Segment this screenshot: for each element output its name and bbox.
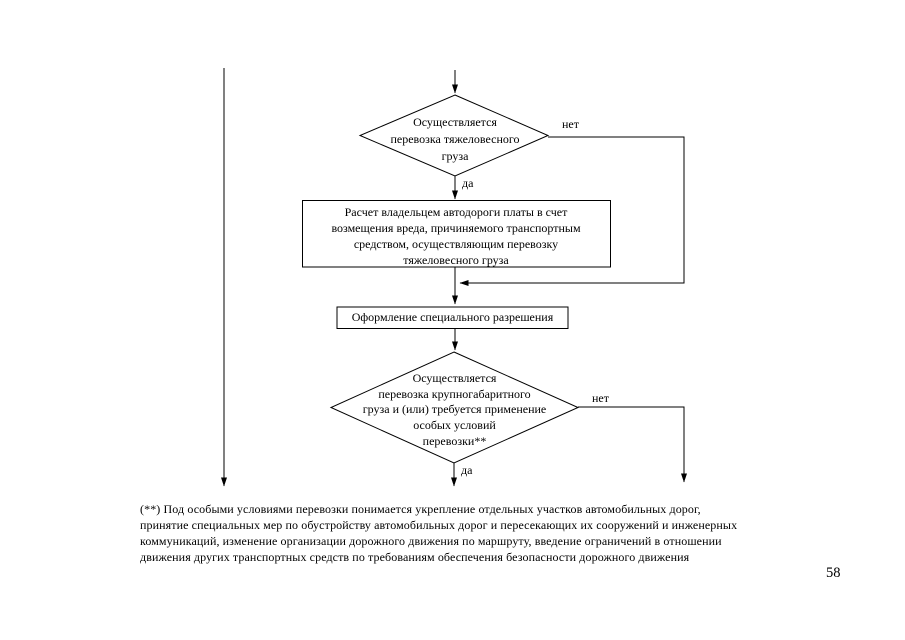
decision1-line: перевозка тяжеловесного xyxy=(390,132,520,146)
decision2-line: груза и (или) требуется применение xyxy=(362,402,547,417)
decision1-line: Осуществляется xyxy=(413,115,497,129)
decision2-line: перевозка крупногабаритного xyxy=(378,386,531,401)
edge-label-no-2: нет xyxy=(592,391,609,405)
decision2-line: особых условий xyxy=(413,418,496,433)
decision1-line: груза xyxy=(441,149,469,163)
footnote-line: движения других транспортных средств по … xyxy=(140,550,690,564)
edge-label-yes-2: да xyxy=(461,463,473,477)
process1-line: средством, осуществляющим перевозку xyxy=(353,237,559,251)
decision2-label: Осуществляется перевозка крупногабаритно… xyxy=(345,371,564,450)
decision2-line: перевозки** xyxy=(422,433,487,448)
footnote-line: (**) Под особыми условиями перевозки пон… xyxy=(140,502,701,516)
process1-line: тяжеловесного груза xyxy=(403,253,509,267)
no2-branch-arrow xyxy=(578,406,687,483)
process2-box xyxy=(336,306,569,329)
decision1-diamond xyxy=(358,94,550,177)
edge-label-yes-1: да xyxy=(462,176,474,190)
footnote-line: коммуникаций, изменение организации доро… xyxy=(140,534,722,548)
footnote-line: принятие специальных мер по обустройству… xyxy=(140,518,738,532)
process2-label: Оформление специального разрешения xyxy=(351,310,554,324)
no1-branch-arrow xyxy=(459,136,685,286)
footnote: (**) Под особыми условиями перевозки пон… xyxy=(140,501,800,565)
decision2-line: Осуществляется xyxy=(412,371,497,385)
decision2-diamond xyxy=(329,351,580,464)
decision1-label: Осуществляется перевозка тяжеловесного г… xyxy=(355,114,555,165)
process1-line: Расчет владельцем автодороги платы в сче… xyxy=(344,205,568,219)
page-number: 58 xyxy=(826,565,841,581)
process1-box xyxy=(302,200,611,268)
edge-label-no-1: нет xyxy=(562,117,579,131)
process1-line: возмещения вреда, причиняемого транспорт… xyxy=(331,221,581,235)
process1-label: Расчет владельцем автодороги платы в сче… xyxy=(302,204,610,268)
